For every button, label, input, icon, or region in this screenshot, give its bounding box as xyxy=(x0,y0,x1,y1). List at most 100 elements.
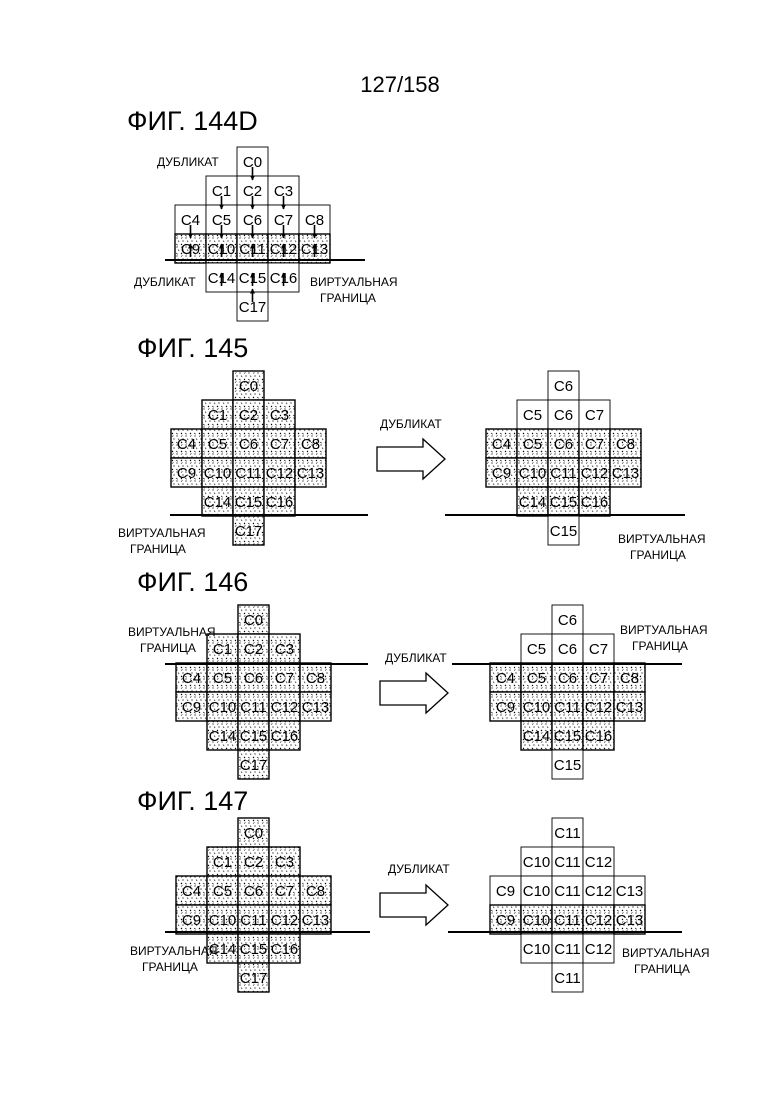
cell-label: C15 xyxy=(240,728,268,745)
virtual-boundary-label: ВИРТУАЛЬНАЯ xyxy=(130,944,218,958)
cell-label: C16 xyxy=(271,728,299,745)
cell-label: C15 xyxy=(550,494,578,511)
cell-label: C7 xyxy=(275,883,294,900)
result-grid: C11C10C11C12C9C10C11C12C13C9C10C11C12C13… xyxy=(490,818,645,992)
cell-label: C6 xyxy=(244,670,263,687)
cell-label: C6 xyxy=(554,378,573,395)
page-number: 127/158 xyxy=(360,72,440,97)
cell-label: C16 xyxy=(266,494,294,511)
figure-147: ФИГ. 147 C0C1C2C3C4C5C6C7C8C9C10C11C12C1… xyxy=(130,786,710,992)
cell-label: C11 xyxy=(240,912,266,929)
cell-label: C6 xyxy=(244,883,263,900)
cell-label: C6 xyxy=(554,436,573,453)
cell-label: C4 xyxy=(177,436,196,453)
cell-label: C2 xyxy=(244,854,263,871)
figure-144d: ФИГ. 144D C0C1C2C3C4C5C6C7C8C9C10C11C12C… xyxy=(127,106,398,321)
virtual-boundary-label: ГРАНИЦА xyxy=(140,641,196,655)
cell-label: C0 xyxy=(244,825,263,842)
cell-label: C12 xyxy=(266,465,294,482)
cell-label: C6 xyxy=(558,670,577,687)
cell-label: C14 xyxy=(204,494,232,511)
cell-label: C4 xyxy=(182,883,201,900)
cell-label: C10 xyxy=(204,465,232,482)
cell-label: C12 xyxy=(271,912,299,929)
right-arrow-icon xyxy=(380,673,448,713)
cell-label: C11 xyxy=(554,970,580,987)
cell-label: C8 xyxy=(306,670,325,687)
cell-label: C2 xyxy=(239,407,258,424)
virtual-boundary-label: ГРАНИЦА xyxy=(130,542,186,556)
cell-label: C10 xyxy=(523,883,551,900)
cell-label: C17 xyxy=(235,523,263,540)
cell-label: C12 xyxy=(585,941,613,958)
cell-label: C15 xyxy=(550,523,578,540)
cell-label: C11 xyxy=(554,912,580,929)
cell-label: C11 xyxy=(554,699,580,716)
cell-label: C8 xyxy=(620,670,639,687)
cell-label: C5 xyxy=(213,883,232,900)
cell-label: C1 xyxy=(208,407,227,424)
cell-label: C7 xyxy=(589,670,608,687)
cell-label: C10 xyxy=(523,699,551,716)
virtual-boundary-label: ВИРТУАЛЬНАЯ xyxy=(622,946,710,960)
virtual-boundary-label: ВИРТУАЛЬНАЯ xyxy=(118,526,206,540)
cell-label: C4 xyxy=(182,670,201,687)
cell-label: C7 xyxy=(585,436,604,453)
cell-label: C13 xyxy=(616,883,644,900)
cell-label: C0 xyxy=(239,378,258,395)
cell-label: C12 xyxy=(585,699,613,716)
cell-label: C6 xyxy=(239,436,258,453)
cell-label: C13 xyxy=(297,465,325,482)
cell-label: C11 xyxy=(554,825,580,842)
duplicate-label: ДУБЛИКАТ xyxy=(380,417,442,431)
cell-label: C14 xyxy=(519,494,547,511)
figure-145: ФИГ. 145 C0C1C2C3C4C5C6C7C8C9C10C11C12C1… xyxy=(118,333,706,562)
cell-label: C7 xyxy=(270,436,289,453)
cell-label: C9 xyxy=(182,699,201,716)
figure-title: ФИГ. 145 xyxy=(137,333,248,363)
figure-title: ФИГ. 146 xyxy=(137,567,248,597)
figure-146: ФИГ. 146 C0C1C2C3C4C5C6C7C8C9C10C11C12C1… xyxy=(128,567,708,779)
cell-label: C6 xyxy=(558,612,577,629)
cell-label: C7 xyxy=(589,641,608,658)
cell-label: C13 xyxy=(616,912,644,929)
cell-label: C11 xyxy=(554,854,580,871)
cell-label: C1 xyxy=(213,854,232,871)
cell-label: C9 xyxy=(182,912,201,929)
cell-label: C9 xyxy=(496,699,515,716)
cell-label: C16 xyxy=(271,941,299,958)
cell-label: C5 xyxy=(213,670,232,687)
right-arrow-icon xyxy=(380,885,448,925)
cell-label: C10 xyxy=(209,699,237,716)
cell-label: C1 xyxy=(213,641,232,658)
source-grid: C0C1C2C3C4C5C6C7C8C9C10C11C12C13C14C15C1… xyxy=(171,371,326,545)
cell-label: C3 xyxy=(270,407,289,424)
virtual-boundary-label: ГРАНИЦА xyxy=(632,639,688,653)
cell-label: C5 xyxy=(523,436,542,453)
cell-label: C14 xyxy=(523,728,551,745)
cell-label: C15 xyxy=(554,728,582,745)
cell-label: C9 xyxy=(496,912,515,929)
cell-label: C11 xyxy=(554,883,580,900)
virtual-boundary-label: ГРАНИЦА xyxy=(634,962,690,976)
cell-label: C6 xyxy=(554,407,573,424)
cell-label: C7 xyxy=(275,670,294,687)
cell-label: C9 xyxy=(177,465,196,482)
source-grid: C0C1C2C3C4C5C6C7C8C9C10C11C12C13C14C15C1… xyxy=(176,818,331,992)
cell-label: C5 xyxy=(527,641,546,658)
cell-label: C11 xyxy=(550,465,576,482)
cell-label: C8 xyxy=(301,436,320,453)
right-arrow-icon xyxy=(377,439,445,479)
cell-label: C10 xyxy=(519,465,547,482)
virtual-boundary-label: ГРАНИЦА xyxy=(630,548,686,562)
figure-title: ФИГ. 147 xyxy=(137,786,248,816)
cell-label: C15 xyxy=(240,941,268,958)
cell-label: C9 xyxy=(492,465,511,482)
cell-label: C15 xyxy=(235,494,263,511)
cell-label: C13 xyxy=(302,912,330,929)
duplicate-label: ДУБЛИКАТ xyxy=(388,862,450,876)
cell-label: C4 xyxy=(496,670,515,687)
cell-label: C12 xyxy=(581,465,609,482)
cell-label: C11 xyxy=(554,941,580,958)
